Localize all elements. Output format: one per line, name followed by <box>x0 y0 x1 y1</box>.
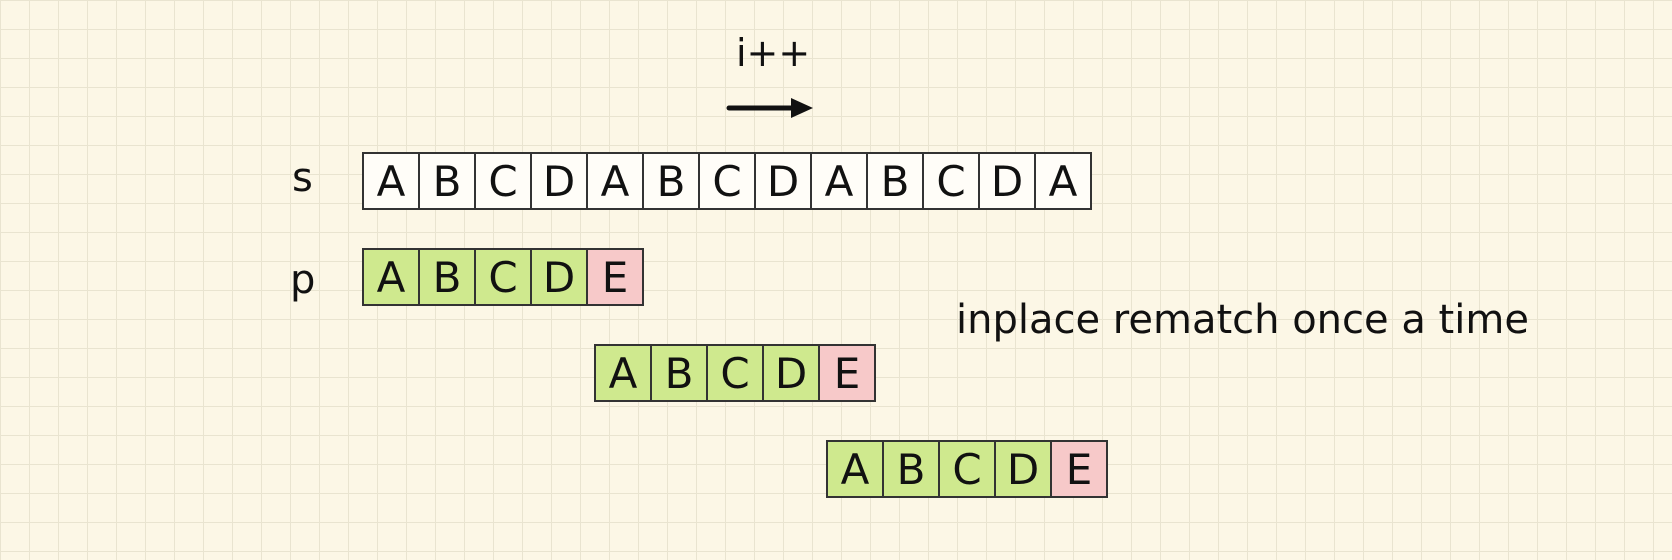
p-cell-match: D <box>994 440 1052 498</box>
p-cell-match: D <box>762 344 820 402</box>
p-cell-match: C <box>706 344 764 402</box>
p-cell-mismatch: E <box>586 248 644 306</box>
s-cell: A <box>810 152 868 210</box>
s-cell: B <box>866 152 924 210</box>
p-cell-match: D <box>530 248 588 306</box>
s-cell: A <box>1034 152 1092 210</box>
p-cell-mismatch: E <box>1050 440 1108 498</box>
p-cell-match: A <box>362 248 420 306</box>
s-cell: D <box>978 152 1036 210</box>
p-cell-match: B <box>418 248 476 306</box>
p-cell-match: B <box>882 440 940 498</box>
p-cell-match: A <box>594 344 652 402</box>
s-cell: C <box>922 152 980 210</box>
caption-text: inplace rematch once a time <box>956 297 1529 343</box>
s-cell: B <box>418 152 476 210</box>
p-cell-match: C <box>938 440 996 498</box>
s-cell: D <box>530 152 588 210</box>
p-cell-mismatch: E <box>818 344 876 402</box>
p-cell-match: C <box>474 248 532 306</box>
increment-label: i++ <box>736 31 811 75</box>
string-s-label: s <box>292 155 313 201</box>
p-cell-match: A <box>826 440 884 498</box>
pattern-p-label: p <box>290 257 316 303</box>
p-cell-match: B <box>650 344 708 402</box>
s-cell: D <box>754 152 812 210</box>
arrow-right-icon <box>726 98 813 118</box>
s-cell: C <box>698 152 756 210</box>
s-cell: B <box>642 152 700 210</box>
s-cell: A <box>586 152 644 210</box>
s-cell: A <box>362 152 420 210</box>
s-cell: C <box>474 152 532 210</box>
